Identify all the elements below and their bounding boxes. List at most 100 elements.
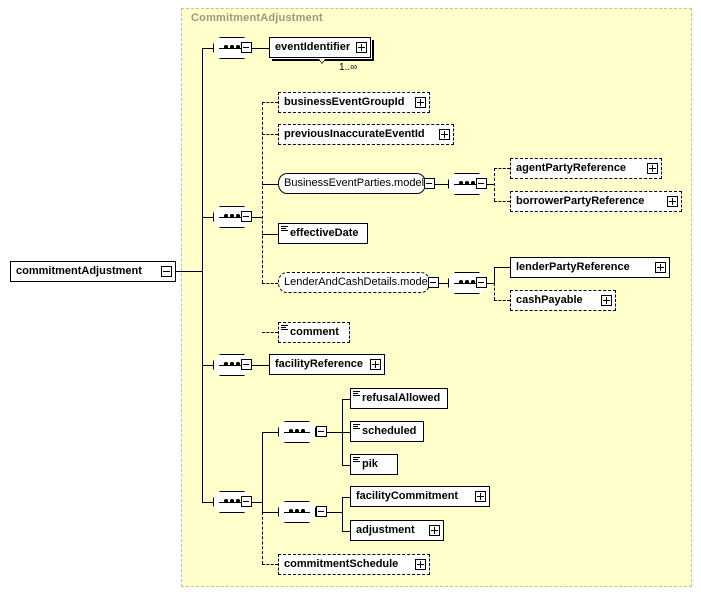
element-label: borrowerPartyReference	[516, 195, 645, 207]
connector	[494, 201, 510, 202]
connector	[252, 365, 269, 366]
sequence-compositor-7[interactable]	[278, 421, 319, 446]
connector	[494, 300, 510, 301]
element-previousInaccurateEventId[interactable]: previousInaccurateEventId	[278, 124, 456, 147]
element-refusalAllowed[interactable]: refusalAllowed	[350, 388, 450, 411]
connector	[494, 267, 510, 268]
element-label: adjustment	[356, 524, 415, 536]
element-agentPartyReference[interactable]: agentPartyReference	[510, 158, 664, 181]
minus-icon[interactable]	[424, 178, 435, 189]
element-label: effectiveDate	[290, 227, 359, 239]
element-scheduled[interactable]: scheduled	[350, 421, 426, 444]
root-element-commitmentAdjustment[interactable]: commitmentAdjustment	[10, 261, 178, 284]
minus-icon[interactable]	[476, 178, 487, 189]
connector	[342, 497, 350, 498]
element-label: facilityReference	[275, 358, 364, 370]
cardinality-label: 1..∞	[339, 62, 358, 73]
minus-icon[interactable]	[161, 266, 172, 277]
element-label: facilityCommitment	[356, 490, 459, 502]
connector	[262, 102, 278, 103]
element-borrowerPartyReference[interactable]: borrowerPartyReference	[510, 191, 684, 214]
element-cashPayable[interactable]: cashPayable	[510, 290, 618, 313]
connector	[494, 283, 495, 300]
connector	[262, 432, 278, 433]
element-businessEventGroupId[interactable]: businessEventGroupId	[278, 92, 432, 115]
model-group-label: BusinessEventParties.model	[284, 177, 425, 189]
minus-icon[interactable]	[316, 426, 327, 437]
connector	[342, 432, 350, 433]
connector	[262, 184, 278, 185]
connector	[262, 564, 278, 565]
element-adjustment[interactable]: adjustment	[350, 520, 446, 543]
simple-type-icon	[353, 424, 360, 430]
minus-icon[interactable]	[241, 42, 252, 53]
element-label: commitmentSchedule	[284, 558, 399, 570]
element-label: eventIdentifier	[275, 41, 351, 53]
connector	[262, 134, 278, 135]
plus-icon[interactable]	[415, 559, 426, 570]
minus-icon[interactable]	[316, 506, 327, 517]
simple-type-icon	[353, 391, 360, 397]
element-commitmentSchedule[interactable]: commitmentSchedule	[278, 554, 432, 577]
connector	[202, 48, 213, 49]
element-facilityReference[interactable]: facilityReference	[269, 354, 387, 377]
plus-icon[interactable]	[601, 295, 612, 306]
plus-icon[interactable]	[370, 359, 381, 370]
connector	[252, 48, 269, 49]
element-effectiveDate[interactable]: effectiveDate	[278, 223, 370, 246]
element-label: cashPayable	[516, 294, 583, 306]
connector	[487, 184, 494, 185]
minus-icon[interactable]	[476, 277, 487, 288]
connector	[435, 184, 448, 185]
minus-icon[interactable]	[241, 496, 252, 507]
element-label: agentPartyReference	[516, 162, 627, 174]
simple-type-icon	[281, 226, 288, 232]
connector	[327, 432, 342, 433]
element-label: refusalAllowed	[362, 392, 441, 404]
connector	[262, 432, 263, 512]
model-group-LenderAndCashDetails[interactable]: LenderAndCashDetails.model	[278, 272, 432, 295]
minus-icon[interactable]	[241, 211, 252, 222]
cardinality-arrow	[318, 59, 326, 64]
element-facilityCommitment[interactable]: facilityCommitment	[350, 486, 492, 509]
connector	[342, 399, 350, 400]
plus-icon[interactable]	[655, 262, 666, 273]
connector	[262, 512, 278, 513]
minus-icon[interactable]	[428, 277, 439, 288]
simple-type-icon	[281, 325, 288, 331]
minus-icon[interactable]	[241, 359, 252, 370]
plus-icon[interactable]	[356, 42, 367, 53]
element-comment[interactable]: comment	[278, 322, 352, 345]
sequence-compositor-8[interactable]	[278, 501, 319, 526]
connector	[202, 217, 213, 218]
plus-icon[interactable]	[429, 525, 440, 536]
connector	[202, 48, 203, 502]
connector	[262, 234, 278, 235]
simple-type-icon	[353, 457, 360, 463]
plus-icon[interactable]	[647, 163, 658, 174]
connector	[342, 497, 343, 531]
element-label: lenderPartyReference	[516, 261, 630, 273]
connector	[494, 168, 510, 169]
plus-icon[interactable]	[439, 129, 450, 140]
element-lenderPartyReference[interactable]: lenderPartyReference	[510, 257, 672, 280]
element-pik[interactable]: pik	[350, 454, 400, 477]
model-group-BusinessEventParties[interactable]: BusinessEventParties.model	[278, 173, 428, 196]
plus-icon[interactable]	[667, 196, 678, 207]
connector	[176, 271, 202, 272]
connector	[327, 512, 342, 513]
connector	[202, 365, 213, 366]
connector	[439, 283, 448, 284]
element-label: scheduled	[362, 425, 417, 437]
element-label: pik	[362, 458, 378, 470]
connector	[252, 217, 262, 218]
plus-icon[interactable]	[415, 97, 426, 108]
element-eventIdentifier[interactable]: eventIdentifier	[269, 37, 373, 60]
connector	[494, 267, 495, 283]
plus-icon[interactable]	[475, 491, 486, 502]
connector	[262, 102, 263, 283]
element-label: previousInaccurateEventId	[284, 128, 425, 140]
container-title: CommitmentAdjustment	[191, 12, 323, 24]
connector	[202, 502, 213, 503]
